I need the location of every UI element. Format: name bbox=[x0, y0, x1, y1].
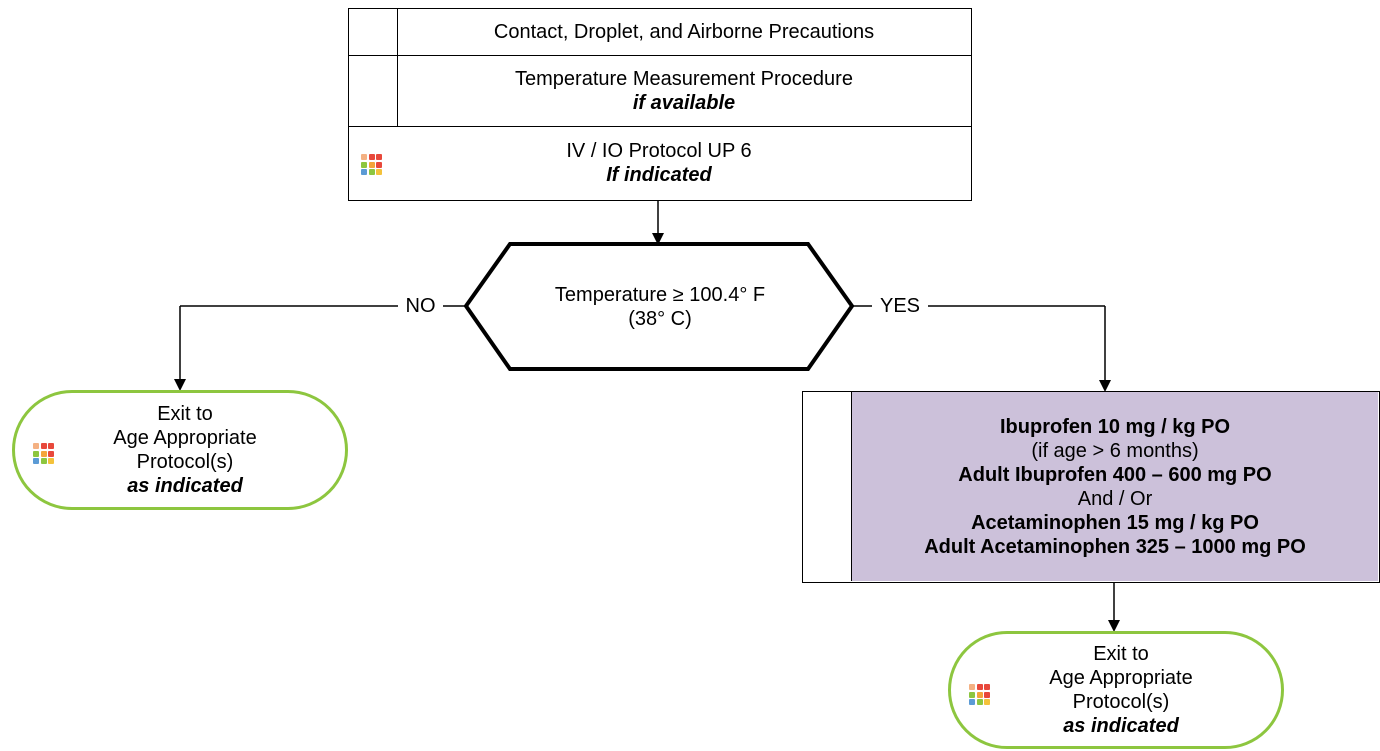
left-exit-terminator[interactable]: Exit to Age Appropriate Protocol(s) as i… bbox=[12, 390, 348, 510]
colored-grid-icon[interactable] bbox=[33, 443, 54, 464]
left-exit-line-1: Exit to bbox=[157, 403, 213, 425]
decision-label: Temperature ≥ 100.4° F (38° C) bbox=[490, 282, 830, 332]
procedure-row-precautions[interactable]: Contact, Droplet, and Airborne Precautio… bbox=[348, 8, 972, 57]
decision-line-1: Temperature ≥ 100.4° F bbox=[554, 284, 766, 306]
left-exit-line-3: Protocol(s) bbox=[136, 451, 234, 473]
iv-io-text: IV / IO Protocol UP 6 bbox=[566, 140, 752, 162]
temperature-procedure-text: Temperature Measurement Procedure bbox=[515, 68, 853, 90]
left-exit-label: Exit to Age Appropriate Protocol(s) as i… bbox=[55, 393, 315, 507]
colored-grid-icon[interactable] bbox=[361, 154, 382, 175]
adult-acetaminophen-dose: Adult Acetaminophen 325 – 1000 mg PO bbox=[924, 535, 1306, 558]
no-branch-label: NO bbox=[405, 295, 436, 317]
right-exit-qualifier: as indicated bbox=[1063, 715, 1179, 737]
yes-branch-label: YES bbox=[879, 295, 921, 317]
procedure-row-temperature[interactable]: Temperature Measurement Procedure if ava… bbox=[348, 55, 972, 128]
temperature-procedure-qualifier: if available bbox=[632, 92, 736, 114]
precautions-text: Contact, Droplet, and Airborne Precautio… bbox=[493, 21, 875, 43]
medication-box[interactable]: Ibuprofen 10 mg / kg PO (if age > 6 mont… bbox=[802, 391, 1380, 583]
row-marker-cell bbox=[803, 392, 852, 581]
acetaminophen-dose: Acetaminophen 15 mg / kg PO bbox=[971, 511, 1259, 534]
iv-io-qualifier: If indicated bbox=[606, 164, 712, 186]
right-exit-terminator[interactable]: Exit to Age Appropriate Protocol(s) as i… bbox=[948, 631, 1284, 749]
left-exit-line-2: Age Appropriate bbox=[113, 427, 257, 449]
colored-grid-icon[interactable] bbox=[969, 684, 990, 705]
right-exit-label: Exit to Age Appropriate Protocol(s) as i… bbox=[991, 634, 1251, 746]
and-or-connector: And / Or bbox=[1077, 487, 1153, 510]
temperature-procedure-label: Temperature Measurement Procedure if ava… bbox=[398, 56, 970, 126]
left-exit-qualifier: as indicated bbox=[127, 475, 243, 497]
right-exit-line-3: Protocol(s) bbox=[1072, 691, 1170, 713]
medication-content: Ibuprofen 10 mg / kg PO (if age > 6 mont… bbox=[852, 392, 1378, 581]
iv-io-label: IV / IO Protocol UP 6 If indicated bbox=[398, 127, 920, 199]
row-marker-cell bbox=[349, 9, 398, 55]
procedure-row-iv-io[interactable]: IV / IO Protocol UP 6 If indicated bbox=[348, 126, 972, 201]
adult-ibuprofen-dose: Adult Ibuprofen 400 – 600 mg PO bbox=[958, 463, 1272, 486]
right-exit-line-2: Age Appropriate bbox=[1049, 667, 1193, 689]
ibuprofen-age-note: (if age > 6 months) bbox=[1031, 439, 1199, 462]
precautions-label: Contact, Droplet, and Airborne Precautio… bbox=[398, 9, 970, 55]
row-marker-cell bbox=[349, 56, 398, 126]
right-exit-line-1: Exit to bbox=[1093, 643, 1149, 665]
ibuprofen-dose: Ibuprofen 10 mg / kg PO bbox=[999, 415, 1231, 438]
decision-line-2: (38° C) bbox=[628, 308, 692, 330]
